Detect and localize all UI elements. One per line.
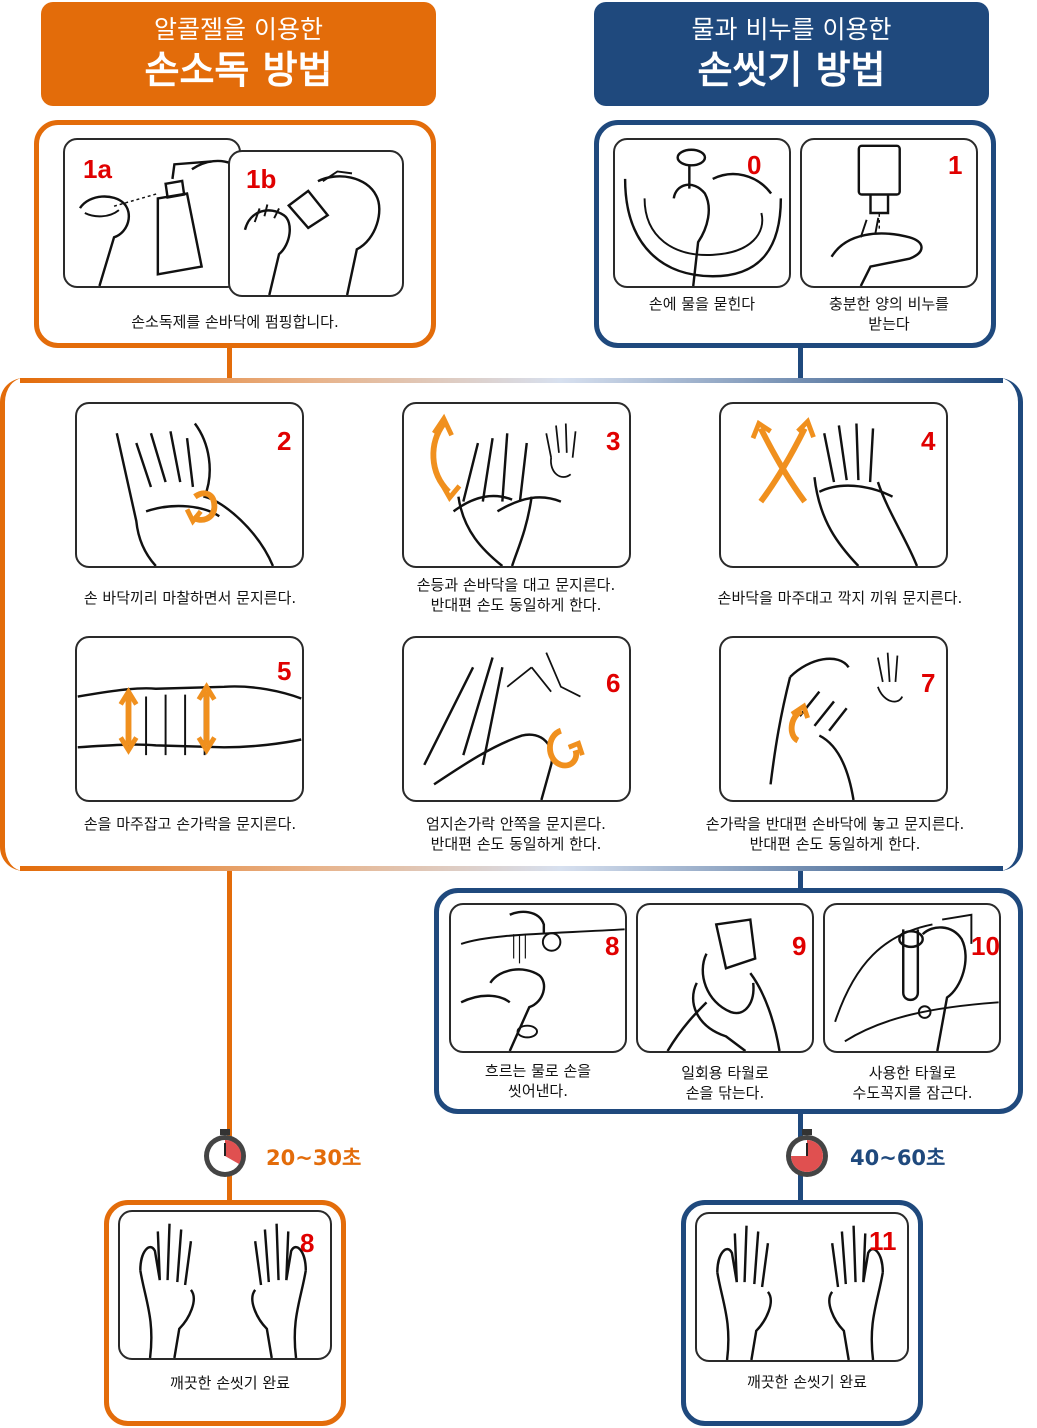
step-1a-tile: 1a	[63, 138, 241, 288]
step-9-tile: 9	[636, 903, 814, 1053]
left-header: 알콜젤을 이용한 손소독 방법	[41, 2, 436, 106]
step-3-caption-line1: 손등과 손바닥을 대고 문지른다.	[416, 576, 616, 594]
step-11-tile: 11	[695, 1212, 909, 1362]
step-10-number: 10	[971, 931, 1000, 961]
sanitizer-pump-illustration	[78, 159, 232, 286]
step-2-number: 2	[277, 426, 292, 456]
step-1-caption: 손소독제를 손바닥에 펌핑합니다.	[131, 313, 339, 331]
step-1-soap-caption-line2: 받는다	[868, 315, 910, 333]
step-1-soap-caption-line1: 충분한 양의 비누를	[829, 295, 949, 313]
right-connector-top	[798, 345, 803, 380]
sanitizer-hands-illustration	[243, 170, 381, 295]
shared-frame-top-gradient	[20, 378, 1003, 383]
left-timer-label: 20~30초	[266, 1146, 362, 1170]
step-8-final-tile: 8	[118, 1210, 332, 1360]
step-9-number: 9	[792, 931, 807, 961]
thumb-rub-illustration	[423, 652, 585, 800]
step-4-caption: 손바닥을 마주대고 깍지 끼워 문지른다.	[717, 589, 963, 607]
step-6-tile: 6	[402, 636, 631, 802]
step-0-number: 0	[747, 150, 762, 180]
right-connector-mid	[798, 868, 803, 892]
right-timer-label: 40~60초	[850, 1146, 946, 1170]
step-8-final-number: 8	[300, 1228, 315, 1258]
step-4-number: 4	[921, 426, 936, 456]
fingertip-rub-illustration	[769, 652, 904, 800]
step-10-caption-line2: 수도꼭지를 잠근다.	[852, 1084, 973, 1102]
step-9-caption-line1: 일회용 타월로	[681, 1064, 769, 1082]
step-5-number: 5	[277, 656, 292, 686]
right-header-title: 손씻기 방법	[697, 48, 886, 92]
step-11-caption: 깨끗한 손씻기 완료	[747, 1373, 867, 1391]
left-header-title: 손소독 방법	[144, 48, 333, 92]
right-timer-icon	[782, 1128, 832, 1180]
step-7-tile: 7	[719, 636, 948, 802]
step-1a-number: 1a	[83, 154, 112, 184]
left-connector-top	[227, 345, 232, 380]
step-5-caption: 손을 마주잡고 손가락을 문지른다.	[83, 815, 297, 833]
step-3-caption: 손등과 손바닥을 대고 문지른다. 반대편 손도 동일하게 한다.	[366, 575, 666, 615]
step-8-final-caption: 깨끗한 손씻기 완료	[170, 1374, 290, 1392]
step-2-tile: 2	[75, 402, 304, 568]
left-connector-long	[227, 868, 232, 1204]
right-header-subtitle: 물과 비누를 이용한	[691, 15, 892, 44]
step-3-number: 3	[606, 426, 621, 456]
right-header: 물과 비누를 이용한 손씻기 방법	[594, 2, 989, 106]
step-8-rinse-tile: 8	[449, 903, 627, 1053]
step-8-rinse-number: 8	[605, 931, 620, 961]
step-2-caption: 손 바닥끼리 마찰하면서 문지른다.	[83, 589, 297, 607]
step-7-caption-line2: 반대편 손도 동일하게 한다.	[749, 835, 921, 853]
step-10-tile: 10	[823, 903, 1001, 1053]
rinse-hands-illustration	[460, 910, 625, 1051]
step-4-tile: 4	[719, 402, 948, 568]
step-8-rinse-caption: 흐르는 물로 손을 씻어낸다.	[449, 1061, 627, 1101]
step-6-number: 6	[606, 668, 621, 698]
step-3-caption-line2: 반대편 손도 동일하게 한다.	[430, 596, 602, 614]
step-8-rinse-caption-line2: 씻어낸다.	[508, 1082, 568, 1100]
left-timer-icon	[200, 1128, 250, 1180]
step-6-caption-line2: 반대편 손도 동일하게 한다.	[430, 835, 602, 853]
step-1-number: 1	[948, 150, 963, 180]
clean-hands-illustration-2	[716, 1225, 885, 1360]
shared-frame-bottom-gradient	[20, 866, 1003, 871]
step-9-caption: 일회용 타월로 손을 닦는다.	[636, 1063, 814, 1103]
interlaced-fingers-illustration	[750, 417, 919, 566]
step-10-caption: 사용한 타월로 수도꼭지를 잠근다.	[815, 1063, 1010, 1103]
step-6-caption: 엄지손가락 안쪽을 문지른다. 반대편 손도 동일하게 한다.	[366, 814, 666, 854]
palm-to-palm-illustration	[115, 422, 275, 566]
clean-hands-illustration	[139, 1223, 308, 1358]
step-0-caption: 손에 물을 묻힌다	[648, 295, 756, 313]
step-5-tile: 5	[75, 636, 304, 802]
step-6-caption-line1: 엄지손가락 안쪽을 문지른다.	[426, 815, 606, 833]
back-of-hand-illustration	[430, 413, 577, 566]
step-1b-number: 1b	[246, 164, 277, 194]
step-8-rinse-caption-line1: 흐르는 물로 손을	[484, 1062, 592, 1080]
step-7-number: 7	[921, 668, 936, 698]
wet-hands-illustration	[623, 148, 783, 286]
step-3-tile: 3	[402, 402, 631, 568]
step-0-tile: 0	[613, 138, 791, 288]
step-1-soap-caption: 충분한 양의 비누를 받는다	[795, 294, 983, 334]
step-1-tile: 1	[800, 138, 978, 288]
step-10-caption-line1: 사용한 타월로	[868, 1064, 957, 1082]
left-header-subtitle: 알콜젤을 이용한	[154, 15, 323, 44]
step-9-caption-line2: 손을 닦는다.	[685, 1084, 765, 1102]
step-7-caption-line1: 손가락을 반대편 손바닥에 놓고 문지른다.	[705, 815, 965, 833]
fingers-interlocked-illustration	[77, 682, 302, 756]
step-1b-tile: 1b	[228, 150, 404, 297]
soap-dispenser-illustration	[830, 144, 923, 286]
step-11-number: 11	[869, 1226, 897, 1256]
step-7-caption: 손가락을 반대편 손바닥에 놓고 문지른다. 반대편 손도 동일하게 한다.	[670, 814, 1000, 854]
towel-dry-illustration	[666, 918, 781, 1051]
close-faucet-illustration	[834, 913, 999, 1051]
